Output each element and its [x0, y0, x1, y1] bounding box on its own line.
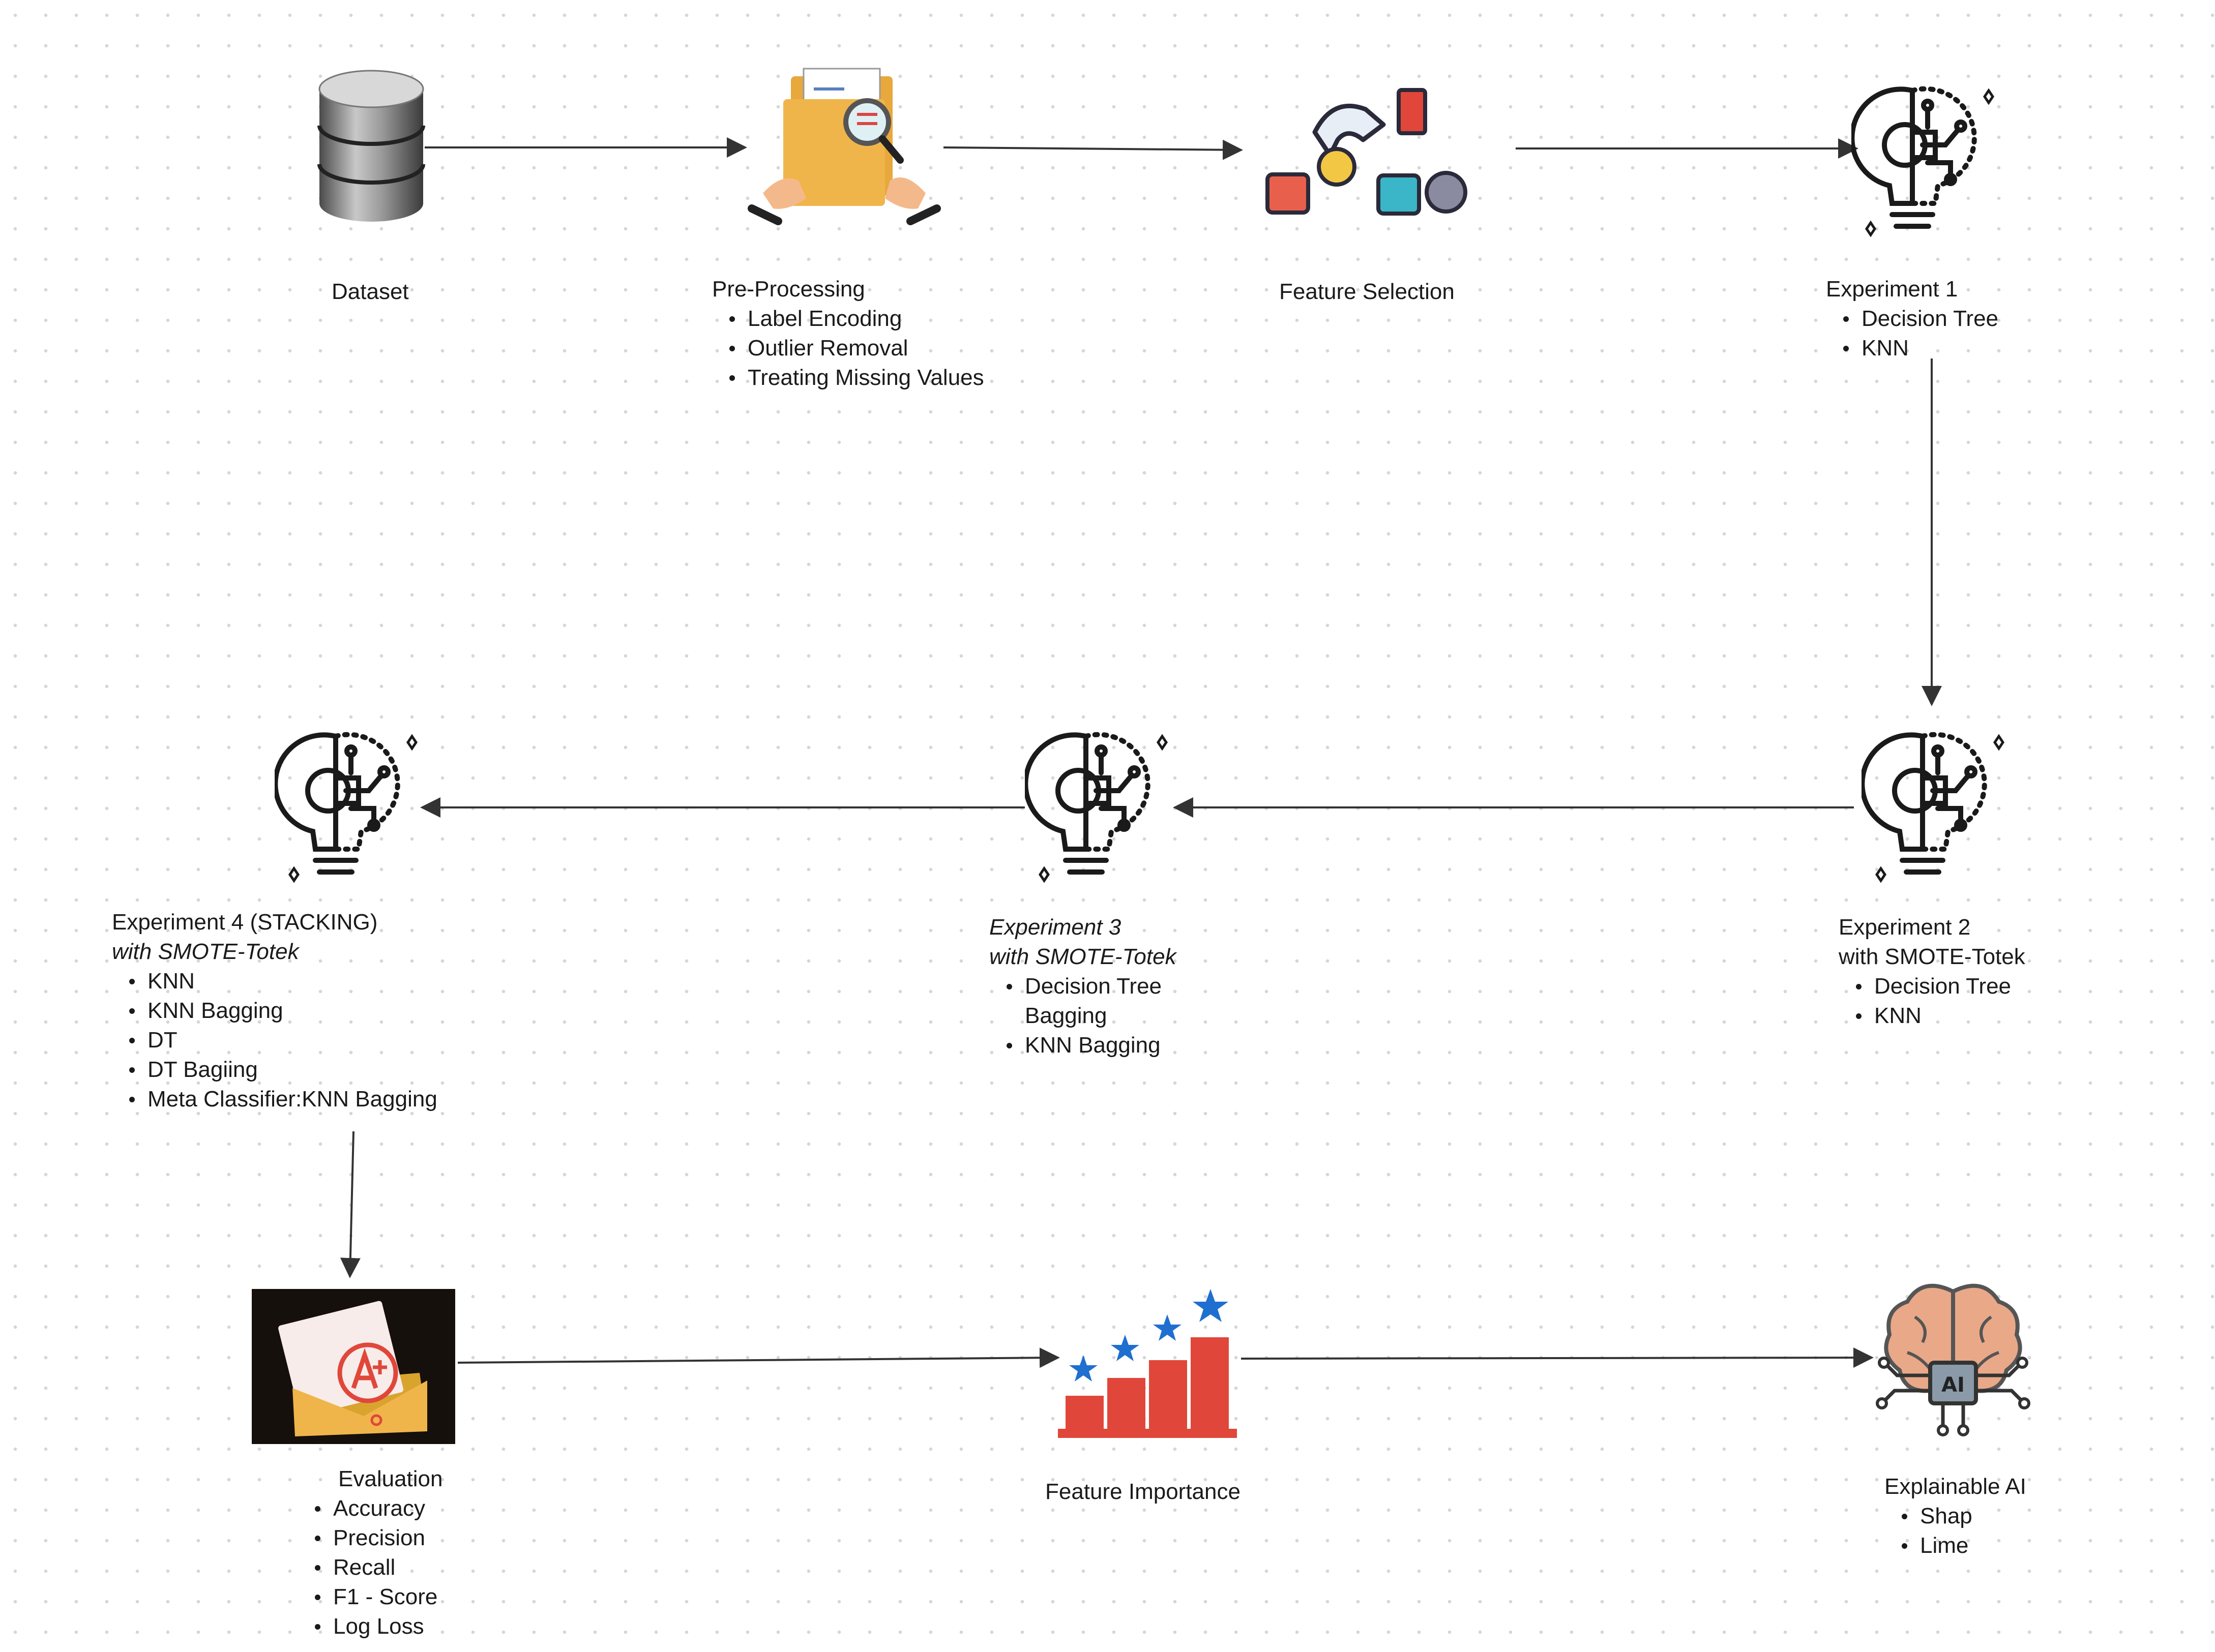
node-experiment3-title: Experiment 3	[989, 915, 1121, 940]
node-feature-selection-title: Feature Selection	[1279, 279, 1455, 304]
arrow-feature-importance-to-explainable-ai	[1241, 1347, 1874, 1368]
ai-brain-chip-icon: AI	[1876, 1283, 2030, 1436]
lightbulb-gear-circuit-icon	[275, 732, 418, 883]
list-item: Accuracy	[314, 1494, 442, 1523]
node-preprocessing-title: Pre-Processing	[712, 277, 865, 302]
node-explainable-ai-list: Shap Lime	[1884, 1501, 2026, 1560]
node-explainable-ai: Explainable AI Shap Lime	[1884, 1472, 2026, 1560]
list-item: Shap	[1902, 1501, 2026, 1531]
node-preprocessing-list: Label Encoding Outlier Removal Treating …	[712, 304, 984, 393]
list-item: KNN Bagging	[1007, 1031, 1183, 1060]
node-feature-importance: Feature Importance	[1045, 1477, 1241, 1507]
arrow-preprocessing-to-feature-selection	[943, 139, 1243, 160]
node-evaluation: Evaluation Accuracy Precision Recall F1 …	[298, 1464, 442, 1641]
lightbulb-gear-circuit-icon	[1851, 86, 1995, 237]
node-experiment2: Experiment 2 with SMOTE-Totek Decision T…	[1839, 913, 2025, 1031]
svg-text:AI: AI	[1941, 1373, 1965, 1397]
node-experiment3: Experiment 3 with SMOTE-Totek Decision T…	[989, 913, 1183, 1060]
folder-inspection-icon	[748, 68, 941, 225]
list-item: KNN	[129, 967, 437, 996]
node-evaluation-title: Evaluation	[338, 1466, 443, 1491]
node-experiment2-list: Decision Tree KNN	[1839, 972, 2025, 1031]
node-experiment4: Experiment 4 (STACKING) with SMOTE-Totek…	[112, 908, 437, 1114]
lightbulb-gear-circuit-icon	[1025, 732, 1168, 883]
list-item: Label Encoding	[729, 304, 984, 334]
graded-paper-envelope-icon	[252, 1289, 455, 1444]
database-icon	[317, 70, 425, 222]
node-dataset: Dataset	[332, 277, 409, 307]
arrow-evaluation-to-feature-importance	[457, 1347, 1060, 1368]
node-experiment2-title: Experiment 2	[1839, 915, 1971, 940]
node-experiment3-subtitle: with SMOTE-Totek	[989, 944, 1176, 969]
node-experiment2-subtitle: with SMOTE-Totek	[1839, 944, 2025, 969]
node-experiment4-title: Experiment 4 (STACKING)	[112, 910, 378, 935]
node-experiment3-list: Decision Tree Bagging KNN Bagging	[989, 972, 1183, 1060]
node-experiment1-title: Experiment 1	[1826, 277, 1958, 302]
node-evaluation-list: Accuracy Precision Recall F1 - Score Log…	[298, 1494, 442, 1641]
list-item: Treating Missing Values	[729, 363, 984, 393]
hand-picking-blocks-icon	[1265, 88, 1467, 216]
node-experiment4-subtitle: with SMOTE-Totek	[112, 939, 299, 964]
node-feature-selection: Feature Selection	[1279, 277, 1455, 307]
list-item: Outlier Removal	[729, 334, 984, 363]
list-item: KNN Bagging	[129, 996, 437, 1026]
list-item: Decision Tree Bagging	[1007, 972, 1183, 1031]
node-feature-importance-title: Feature Importance	[1045, 1479, 1241, 1504]
node-experiment1: Experiment 1 Decision Tree KNN	[1826, 275, 1998, 363]
bar-chart-stars-icon	[1058, 1289, 1237, 1438]
list-item: Meta Classifier:KNN Bagging	[129, 1085, 437, 1114]
list-item: Recall	[314, 1553, 442, 1582]
list-item: Precision	[314, 1523, 442, 1553]
list-item: Lime	[1902, 1531, 2026, 1560]
node-dataset-title: Dataset	[332, 279, 409, 304]
node-explainable-ai-title: Explainable AI	[1884, 1474, 2026, 1499]
list-item: Log Loss	[314, 1612, 442, 1641]
list-item: F1 - Score	[314, 1582, 442, 1612]
list-item: DT Bagiing	[129, 1055, 437, 1085]
node-experiment4-list: KNN KNN Bagging DT DT Bagiing Meta Class…	[112, 967, 437, 1114]
lightbulb-gear-circuit-icon	[1862, 732, 2005, 883]
node-preprocessing: Pre-Processing Label Encoding Outlier Re…	[712, 275, 984, 393]
list-item: KNN	[1856, 1001, 2025, 1031]
node-experiment1-list: Decision Tree KNN	[1826, 304, 1998, 363]
list-item: Decision Tree	[1856, 972, 2025, 1001]
list-item: KNN	[1843, 334, 1998, 363]
list-item: Decision Tree	[1843, 304, 1998, 334]
arrow-experiment4-to-evaluation	[340, 1131, 361, 1278]
list-item: DT	[129, 1026, 437, 1055]
